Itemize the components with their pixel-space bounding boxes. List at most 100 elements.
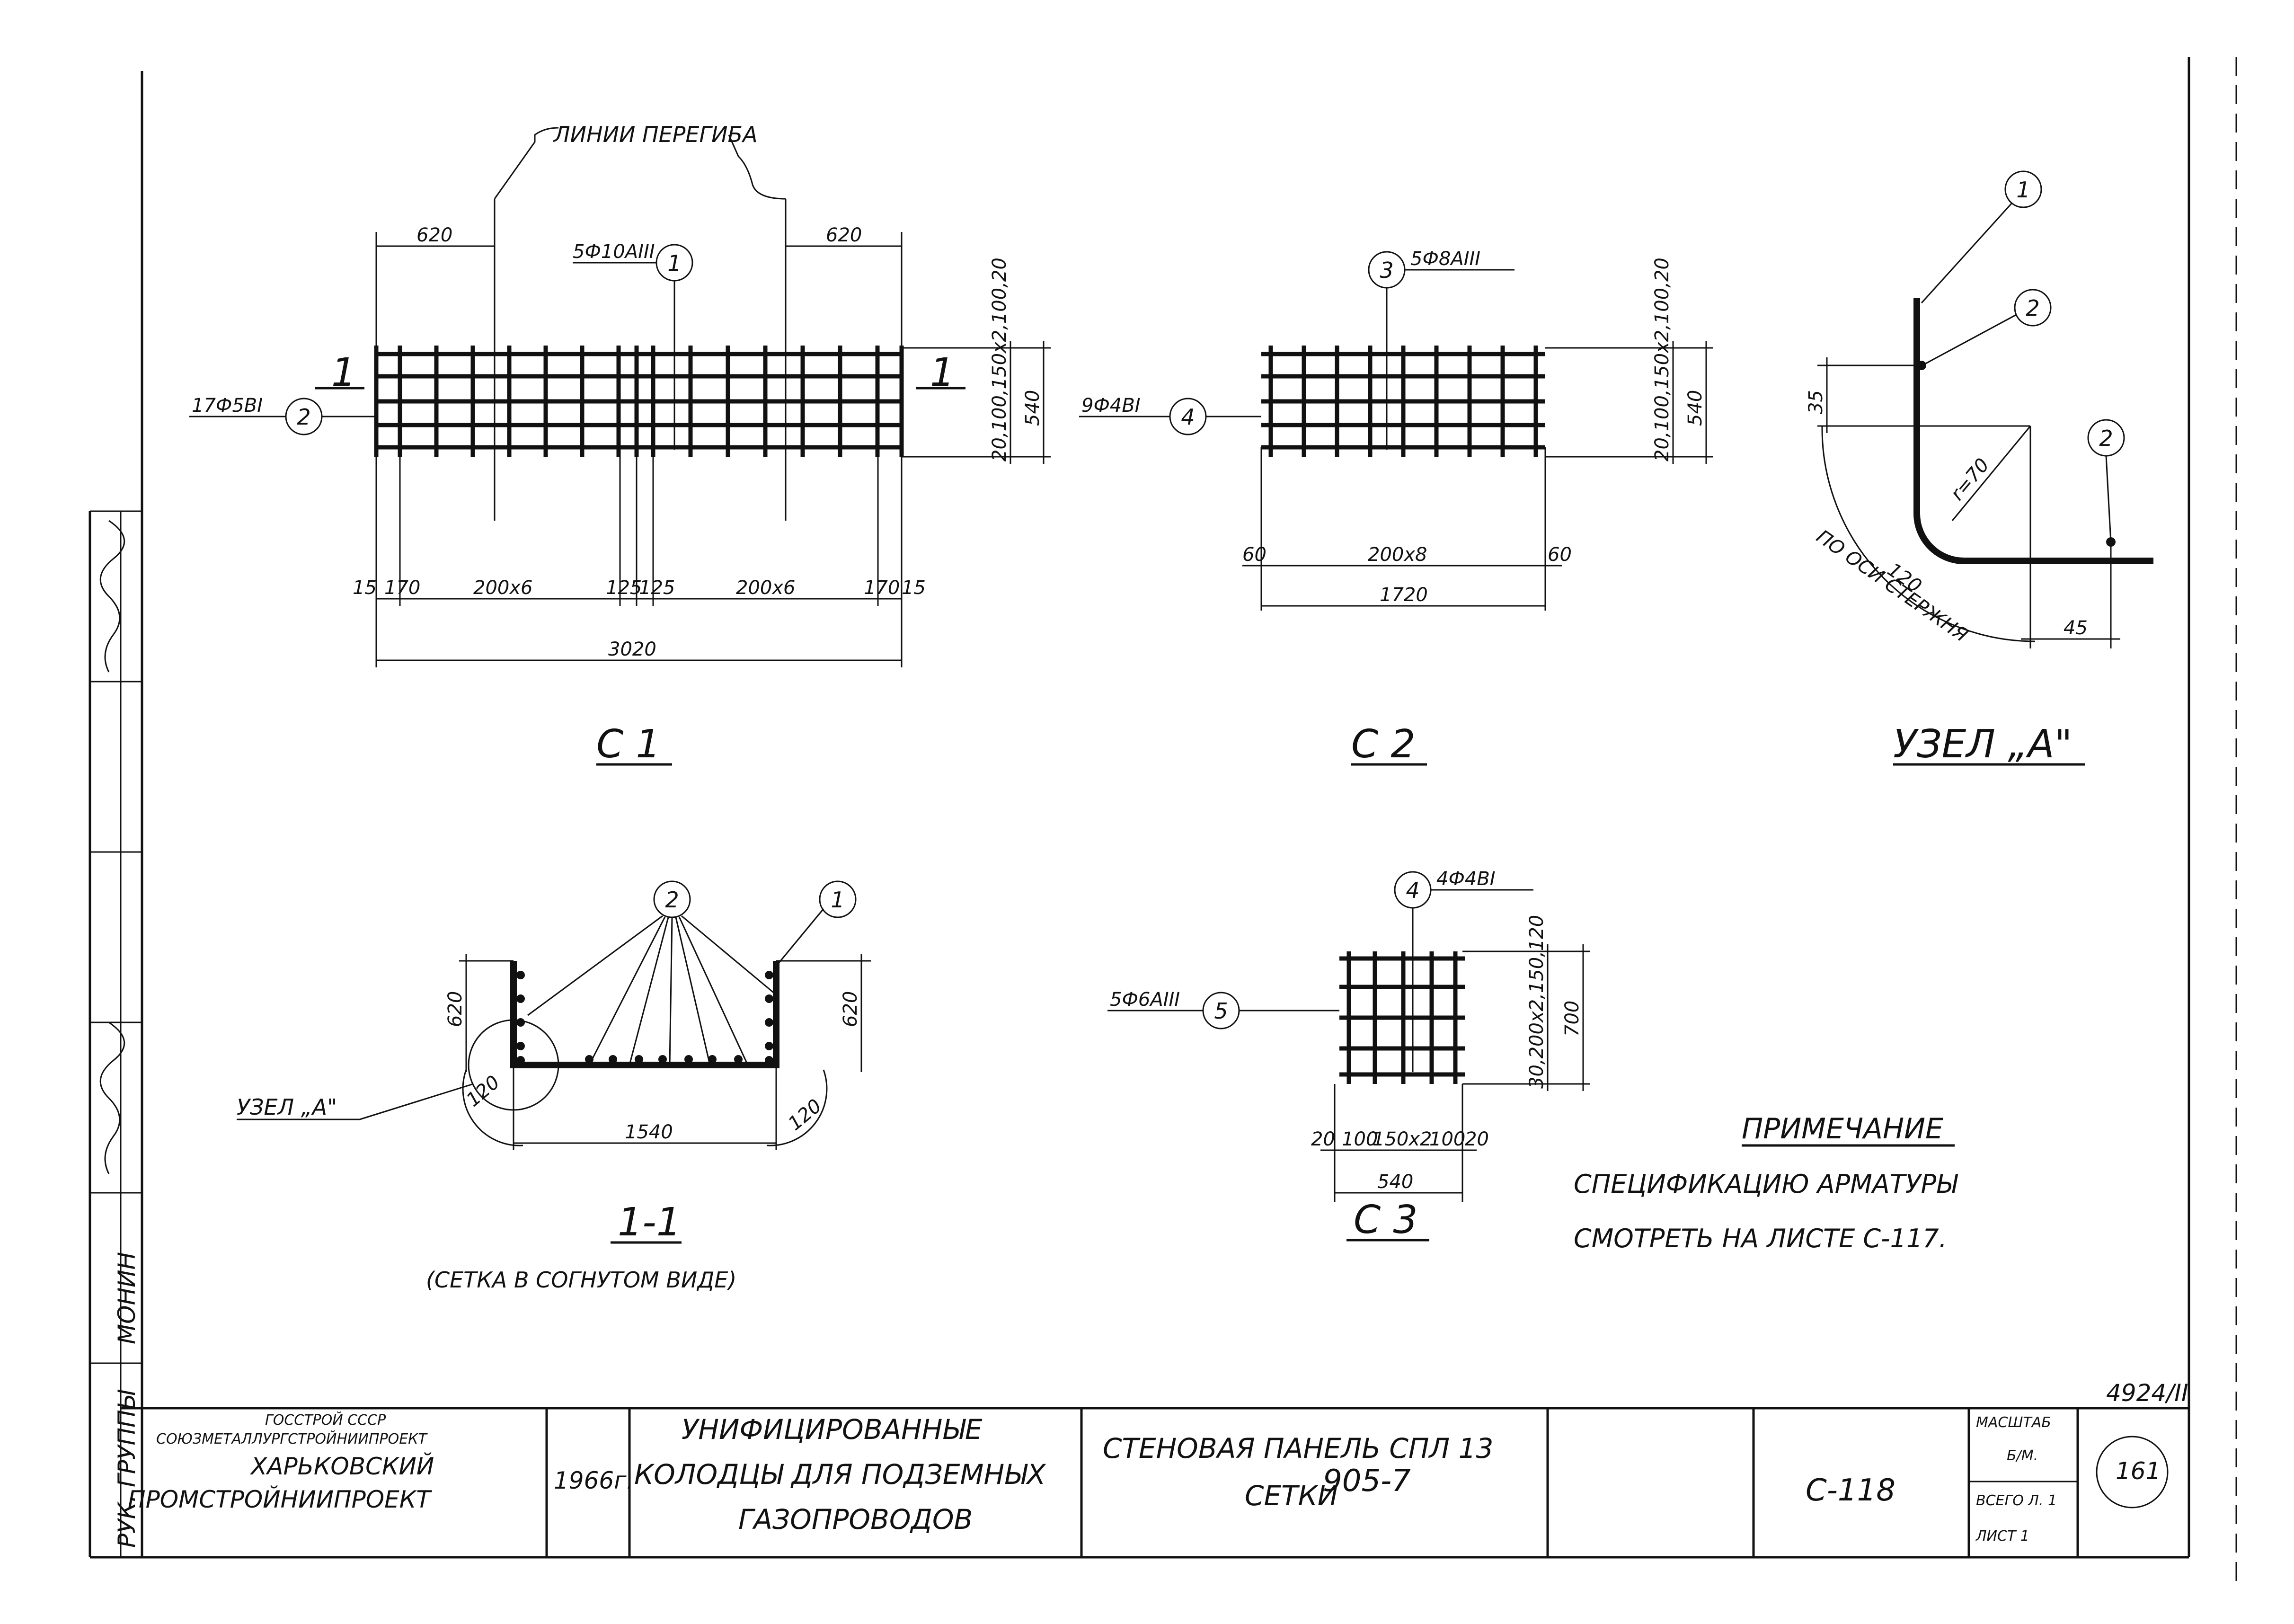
sheet-number: ЛИСТ 1	[1975, 1528, 2029, 1544]
c1-dim-bottom-5: 200х6	[736, 577, 795, 599]
sheet-frame: РУК. ГРУППЫ МОНИН	[89, 57, 2237, 1586]
c3-mesh	[1339, 951, 1465, 1084]
series-number: 905-7	[1323, 1464, 1411, 1499]
view-c2: 3 5Ф8АIII 4 9Ф4ВI 20,100,150х2,100,20 54…	[1079, 248, 1713, 767]
s11-dim-br: 120	[784, 1095, 826, 1135]
sheet-code: С-118	[1806, 1473, 1895, 1508]
c3-dim-bottom-0: 20	[1311, 1128, 1335, 1150]
sheets-total: ВСЕГО Л. 1	[1976, 1492, 2057, 1509]
view-c1: ЛИНИИ ПЕРЕГИБА 620 620 1 5Ф10АIII 2 17Ф5…	[189, 122, 1051, 767]
project-line-2: КОЛОДЦЫ ДЛЯ ПОДЗЕМНЫХ	[634, 1458, 1046, 1491]
view-c3: 4 4Ф4ВI 5 5Ф6АIII 30,200х2,150,120 700 2…	[1107, 868, 1590, 1242]
s11-dim-base: 1540	[625, 1121, 673, 1143]
c1-dim-top-right: 620	[826, 224, 862, 246]
year: 1966г.	[554, 1467, 634, 1494]
c3-mark-5-text: 5	[1214, 998, 1228, 1024]
page-number-circle	[2096, 1436, 2169, 1509]
s11-rebar-dot	[684, 1055, 693, 1064]
page-number: 161	[2116, 1457, 2161, 1485]
s11-title: 1-1	[618, 1200, 681, 1245]
c2-callout-top: 5Ф8АIII	[1410, 248, 1480, 270]
c3-dim-height: 700	[1561, 1001, 1583, 1037]
sheet-title-2: СЕТКИ	[1245, 1480, 1338, 1512]
c1-dim-bottom-6: 170	[864, 577, 900, 599]
node-a-mark-2a-text: 2	[2026, 295, 2039, 321]
c1-dim-bottom-3: 125	[606, 577, 642, 599]
c1-section-mark-left: 1	[331, 350, 356, 395]
note-block: ПРИМЕЧАНИЕ СПЕЦИФИКАЦИЮ АРМАТУРЫ СМОТРЕТ…	[1574, 1112, 1958, 1253]
s11-rebar-dot	[765, 1042, 773, 1050]
node-a-arc-dim	[1821, 426, 2036, 642]
c3-dim-bottom-1: 100	[1342, 1128, 1378, 1150]
c1-mark-2-text: 2	[297, 404, 310, 430]
c2-mark-3-text: 3	[1380, 257, 1393, 283]
c2-mesh	[1261, 346, 1545, 457]
bend-line-leader	[728, 134, 786, 200]
c1-dim-top-left: 620	[416, 224, 452, 246]
c1-dim-overall: 3020	[608, 639, 656, 660]
c1-section-mark-right: 1	[930, 350, 955, 395]
archive-number: 4924/II	[2106, 1379, 2188, 1407]
c1-mark-1-text: 1	[667, 250, 681, 276]
note-title: ПРИМЕЧАНИЕ	[1742, 1112, 1943, 1145]
c3-dim-bottom-4: 20	[1465, 1128, 1489, 1150]
s11-dim-bl: 120	[462, 1071, 504, 1111]
project-line-3: ГАЗОПРОВОДОВ	[738, 1503, 973, 1535]
s11-subtitle: (СЕТКА В СОГНУТОМ ВИДЕ)	[426, 1267, 736, 1293]
c1-mesh	[374, 346, 904, 457]
c3-callout-left: 5Ф6АIII	[1110, 989, 1180, 1011]
c2-dim-left: 60	[1242, 544, 1267, 566]
s11-arc-left	[462, 1069, 523, 1146]
org-line-2: СОЮЗМЕТАЛЛУРГСТРОЙНИИПРОЕКТ	[156, 1430, 428, 1447]
s11-rebar-dot	[765, 971, 773, 979]
node-a-mark-1-text: 1	[2016, 177, 2030, 203]
s11-rebar-dot	[635, 1055, 643, 1064]
c2-dim-right-stack: 20,100,150х2,100,20	[1651, 257, 1673, 461]
c2-callout-left: 9Ф4ВI	[1081, 395, 1141, 417]
c1-dim-bottom-2: 200х6	[473, 577, 532, 599]
side-row-name: МОНИН	[113, 1252, 141, 1344]
s11-rebar-dot	[516, 971, 525, 979]
c1-dim-bottom-7: 15	[902, 577, 926, 599]
c1-dim-height: 540	[1022, 390, 1044, 426]
org-line-1: ГОССТРОЙ СССР	[265, 1411, 386, 1429]
org-line-3: ХАРЬКОВСКИЙ	[249, 1452, 434, 1480]
s11-dim-right-h: 620	[840, 991, 861, 1027]
node-a-bar	[1913, 298, 2153, 564]
c1-dim-right-stack: 20,100,150х2,100,20	[989, 257, 1010, 461]
s11-rebar-dot	[516, 994, 525, 1003]
c2-dim-mid: 200х8	[1368, 544, 1427, 566]
c3-title: С 3	[1354, 1198, 1418, 1242]
s11-rebar-dot	[609, 1055, 617, 1064]
s11-position-mark-1	[819, 880, 857, 918]
node-a-mark-2b-text: 2	[2099, 426, 2113, 451]
c3-callout-top: 4Ф4ВI	[1436, 868, 1496, 890]
side-row-label: РУК. ГРУППЫ	[113, 1389, 141, 1548]
org-line-4: ПРОМСТРОЙНИИПРОЕКТ	[128, 1485, 432, 1513]
view-section-1-1: 2 1 620 620 120 120 1540 УЗЕЛ „А" 1-1 (С…	[237, 880, 871, 1293]
scale-label: МАСШТАБ	[1976, 1414, 2051, 1431]
s11-arc-right	[766, 1069, 828, 1146]
node-a-position-mark-1	[2004, 170, 2042, 208]
s11-rebar-dot	[708, 1055, 717, 1064]
c2-mark-4-text: 4	[1181, 404, 1195, 430]
signature-mark	[99, 1021, 125, 1174]
bend-line-leader	[494, 127, 559, 199]
bend-lines-label: ЛИНИИ ПЕРЕГИБА	[553, 122, 758, 147]
s11-rebar-dot	[734, 1055, 743, 1064]
node-a-dim-35: 35	[1805, 390, 1827, 414]
s11-mark-1-text: 1	[831, 887, 844, 913]
s11-rebar-dot	[516, 1042, 525, 1050]
s11-rebar-dot	[516, 1056, 525, 1065]
c3-dim-right-stack: 30,200х2,150,120	[1526, 915, 1548, 1089]
node-a-axis-note: ПО ОСИ СТЕРЖНЯ	[1812, 526, 1972, 647]
scale-value: Б/М.	[2007, 1447, 2038, 1464]
c2-dim-height: 540	[1684, 390, 1706, 426]
s11-rebar-dot	[765, 1056, 773, 1065]
signature-mark	[99, 520, 125, 673]
c1-callout-2: 17Ф5ВI	[192, 395, 263, 417]
c3-dim-bottom-2: 150х2	[1373, 1128, 1432, 1150]
s11-rebar-dot	[516, 1018, 525, 1027]
s11-dim-left-h: 620	[444, 991, 466, 1027]
